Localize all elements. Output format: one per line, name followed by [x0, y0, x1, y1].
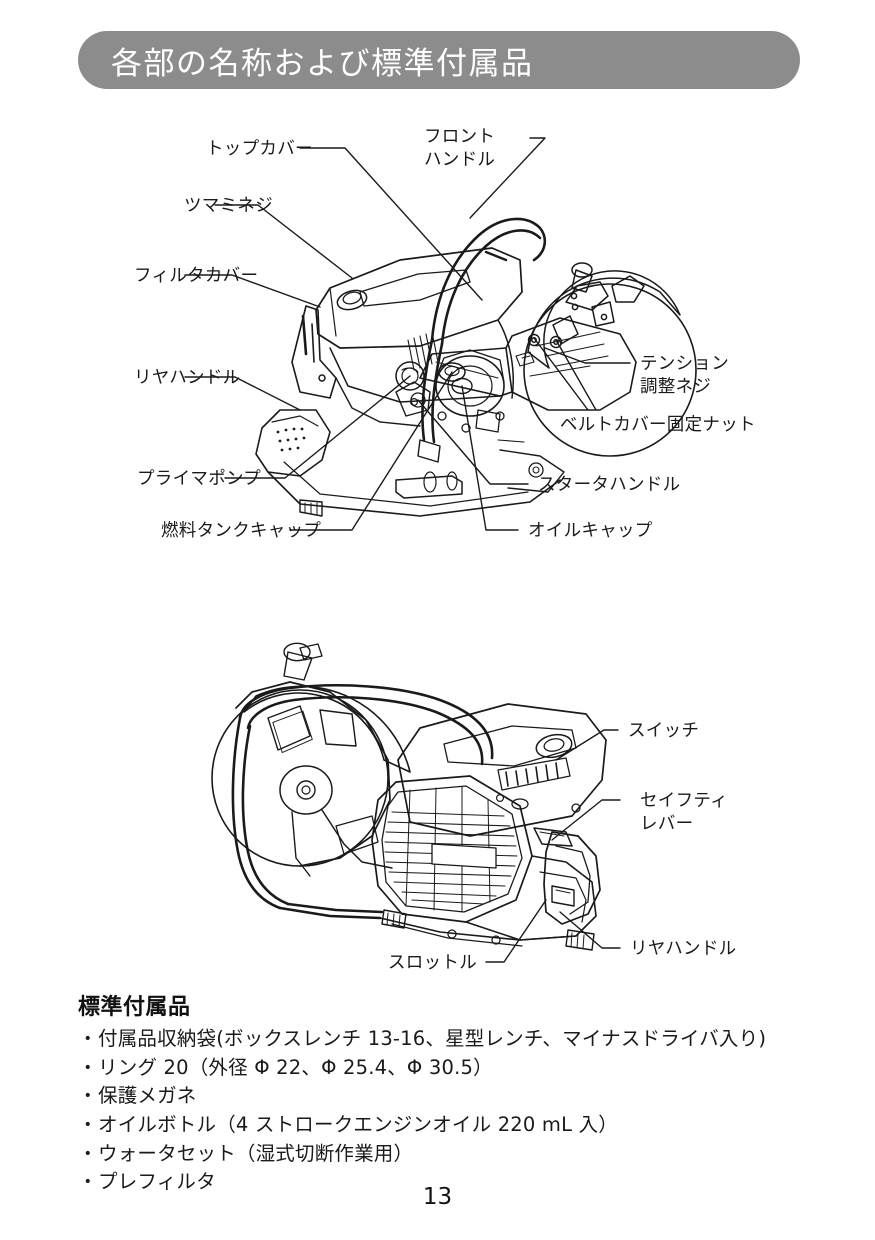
list-item: ・ プレフィルタ	[78, 1168, 818, 1197]
page-title: 各部の名称および標準付属品	[111, 45, 534, 82]
figure-bottom-side-view: スイッチ セイフティ レバー スロットル リヤハンドル	[0, 600, 875, 985]
list-item: ・ ウォータセット（湿式切断作業用）	[78, 1140, 818, 1169]
list-item-text: 付属品収納袋(ボックスレンチ 13-16、星型レンチ、マイナスドライバ入り)	[98, 1027, 767, 1050]
list-item: ・ 保護メガネ	[78, 1082, 818, 1111]
engine-cutter-right-side-illustration	[211, 642, 621, 963]
callout-primer-pump: プライマポンプ	[137, 469, 262, 489]
page-header-banner: 各部の名称および標準付属品	[78, 31, 800, 89]
list-item: ・ リング 20（外径 Φ 22、Φ 25.4、Φ 30.5）	[78, 1054, 818, 1083]
callout-front-handle: フロント ハンドル	[424, 127, 496, 170]
callout-rear-handle: リヤハンドル	[134, 368, 241, 388]
callout-throttle: スロットル	[388, 953, 477, 973]
list-item: ・ オイルボトル（4 ストロークエンジンオイル 220 mL 入）	[78, 1111, 818, 1140]
callout-knob-screw: ツマミネジ	[184, 196, 273, 216]
list-item-text: プレフィルタ	[98, 1170, 216, 1194]
callout-starter-handle: スタータハンドル	[538, 475, 681, 495]
callout-top-cover: トップカバー	[206, 139, 313, 159]
accessories-heading: 標準付属品	[78, 995, 191, 1020]
callout-tension-adjust-screw: テンション 調整ネジ	[640, 354, 729, 397]
callout-safety-lever: セイフティ レバー	[640, 791, 728, 834]
list-item: ・ 付属品収納袋(ボックスレンチ 13-16、星型レンチ、マイナスドライバ入り)	[78, 1025, 818, 1054]
page-number: 13	[422, 1184, 453, 1210]
list-item-text: 保護メガネ	[98, 1084, 197, 1108]
callout-oil-cap: オイルキャップ	[528, 521, 653, 541]
figure-top-side-view: トップカバー ツマミネジ フィルタカバー リヤハンドル プライマポンプ 燃料タン…	[0, 110, 875, 580]
bullet-icon: ・	[78, 1055, 98, 1079]
standard-accessories-section: 標準付属品 ・ 付属品収納袋(ボックスレンチ 13-16、星型レンチ、マイナスド…	[78, 989, 818, 1197]
bullet-icon: ・	[78, 1141, 98, 1165]
callout-belt-cover-fixing-nut: ベルトカバー固定ナット	[560, 415, 756, 435]
bullet-icon: ・	[78, 1084, 98, 1108]
list-item-text: リング 20（外径 Φ 22、Φ 25.4、Φ 30.5）	[98, 1055, 493, 1079]
callout-rear-handle-bottom: リヤハンドル	[630, 939, 737, 959]
bullet-icon: ・	[78, 1112, 98, 1136]
accessories-list: ・ 付属品収納袋(ボックスレンチ 13-16、星型レンチ、マイナスドライバ入り)…	[78, 1025, 818, 1197]
list-item-text: ウォータセット（湿式切断作業用）	[98, 1141, 414, 1165]
engine-cutter-left-side-illustration	[184, 137, 697, 531]
bullet-icon: ・	[78, 1027, 98, 1050]
callout-fuel-tank-cap: 燃料タンクキャップ	[161, 521, 322, 541]
list-item-text: オイルボトル（4 ストロークエンジンオイル 220 mL 入）	[98, 1112, 618, 1136]
callout-switch: スイッチ	[628, 721, 700, 741]
bullet-icon: ・	[78, 1170, 98, 1194]
callout-filter-cover: フィルタカバー	[134, 266, 259, 286]
